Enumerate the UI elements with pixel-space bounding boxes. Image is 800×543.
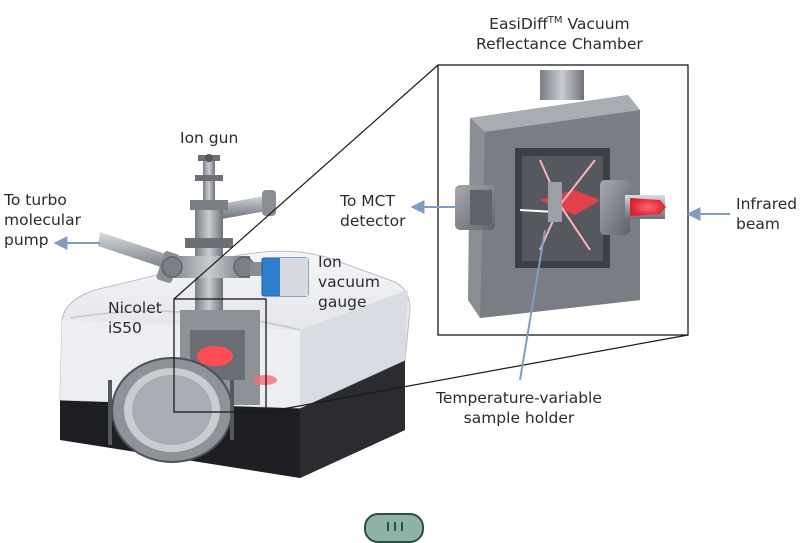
gauge-line-3: gauge (318, 293, 367, 311)
chamber-title-vacuum: Vacuum (562, 15, 630, 33)
holder-line-2: sample holder (463, 409, 575, 427)
chamber-title-brand: EasiDiff (489, 15, 548, 33)
label-nicolet: Nicolet iS50 (108, 298, 162, 338)
label-ion-gun: Ion gun (180, 128, 238, 148)
diagram-canvas (53, 64, 730, 478)
ion-gun-text: Ion gun (180, 129, 239, 147)
leader-sample-holder (519, 229, 546, 381)
ion-vacuum-gauge (250, 257, 309, 297)
holder-line-1: Temperature-variable (436, 389, 602, 407)
label-ion-vacuum-gauge: Ion vacuum gauge (318, 252, 380, 312)
viewport-window (108, 357, 234, 463)
chamber-title-line-1: EasiDiffTM Vacuum (476, 14, 643, 34)
label-turbo-pump: To turbo molecular pump (4, 190, 81, 250)
label-sample-holder: Temperature-variable sample holder (436, 388, 602, 428)
trademark-mark: TM (547, 14, 563, 26)
handle-grip-2 (394, 522, 396, 531)
mct-line-2: detector (340, 212, 406, 230)
gauge-line-2: vacuum (318, 273, 380, 291)
chamber-on-instrument (180, 310, 277, 405)
chamber-inset (437, 64, 689, 336)
zoom-source-box (173, 298, 267, 413)
chamber-title: EasiDiffTM Vacuum Reflectance Chamber (476, 14, 643, 54)
turbo-line-2: molecular (4, 211, 81, 229)
mct-line-1: To MCT (340, 192, 395, 210)
chamber-title-line-2: Reflectance Chamber (476, 35, 643, 53)
turbo-line-3: pump (4, 231, 49, 249)
nicolet-line-1: Nicolet (108, 299, 162, 317)
expand-handle-button[interactable] (364, 513, 424, 543)
label-infrared-beam: Infrared beam (736, 194, 797, 234)
ir-line-1: Infrared (736, 195, 798, 213)
handle-grip-3 (401, 522, 403, 531)
ion-gun-assembly (161, 154, 276, 318)
nicolet-line-2: iS50 (108, 319, 142, 337)
turbo-line-1: To turbo (4, 191, 67, 209)
label-mct-detector: To MCT detector (340, 191, 405, 231)
ir-line-2: beam (736, 215, 780, 233)
zoom-line-bottom (265, 334, 689, 413)
gauge-line-1: Ion (318, 253, 342, 271)
handle-grip-1 (387, 522, 389, 531)
zoom-line-top (173, 64, 439, 300)
